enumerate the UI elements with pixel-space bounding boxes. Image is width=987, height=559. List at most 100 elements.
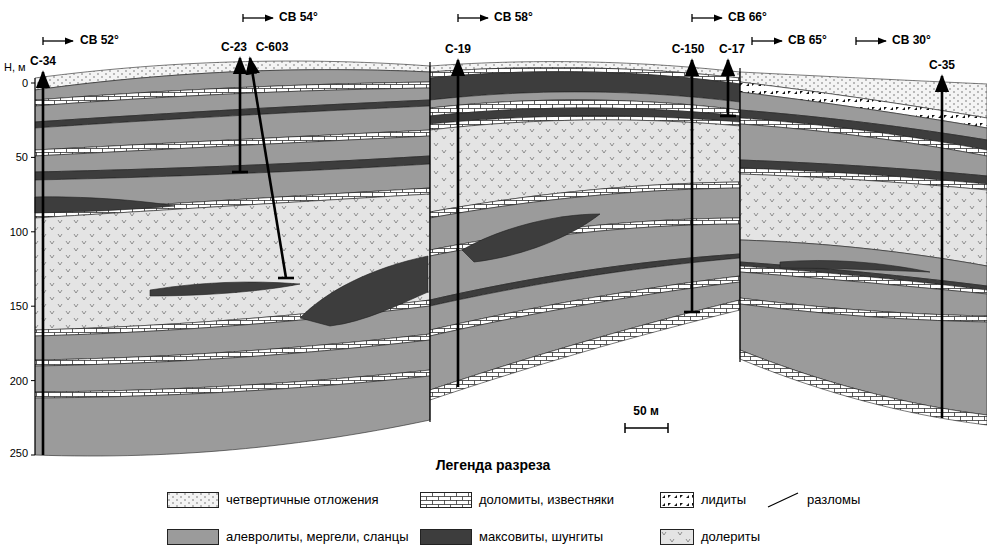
direction-label: СВ 54° — [279, 11, 318, 24]
legend-text: долериты — [701, 530, 760, 544]
arrow-tick — [457, 14, 458, 22]
borehole-label: С-23 — [221, 41, 247, 54]
direction-arrow — [458, 14, 488, 22]
pattern-sample — [661, 493, 694, 508]
direction-arrow — [43, 37, 73, 45]
borehole-line — [239, 58, 242, 172]
borehole — [43, 72, 44, 455]
legend-text: максовиты, шунгиты — [479, 530, 603, 544]
legend-title: Легенда разреза — [436, 458, 551, 473]
scale-bar-end — [624, 423, 626, 433]
arrow-line — [692, 17, 722, 18]
direction-arrow — [752, 37, 782, 45]
pattern-sample — [421, 493, 472, 508]
axis-tick — [31, 455, 35, 456]
borehole-label: С-35 — [929, 59, 955, 72]
axis-tick — [31, 231, 35, 232]
borehole — [720, 60, 736, 116]
arrow-tick — [751, 37, 752, 45]
axis-tick — [31, 83, 35, 84]
borehole — [942, 76, 943, 418]
direction-label: СВ 65° — [788, 34, 827, 47]
shungite-lens — [780, 260, 930, 272]
shungite-lens — [150, 282, 300, 296]
shungite-lens — [35, 197, 175, 213]
borehole — [250, 58, 294, 278]
axis-tick — [31, 380, 35, 381]
direction-label: СВ 52° — [80, 34, 119, 47]
legend-swatch — [420, 492, 472, 508]
arrow-tick — [855, 37, 856, 45]
arrow-tick — [242, 14, 243, 22]
direction-label: СВ 58° — [494, 11, 533, 24]
scale-bar — [625, 427, 668, 429]
borehole — [684, 60, 700, 312]
direction-label: СВ 66° — [728, 11, 767, 24]
legend-text: четвертичные отложения — [226, 493, 379, 507]
rock-layer — [35, 376, 430, 456]
borehole-label: С-34 — [30, 55, 56, 68]
legend-text: разломы — [807, 493, 860, 507]
legend-text: доломиты, известняки — [479, 493, 614, 507]
borehole-line — [457, 60, 460, 387]
pattern-sample — [168, 493, 219, 508]
borehole-label: С-17 — [719, 43, 745, 56]
rock-layer — [430, 300, 740, 400]
direction-arrow — [856, 37, 886, 45]
shungite-lens — [462, 214, 600, 262]
borehole-bottom — [720, 115, 736, 118]
axis-title: Н, м — [4, 61, 26, 73]
arrow-tick — [691, 14, 692, 22]
arrow-line — [243, 17, 273, 18]
borehole-label: С-19 — [445, 43, 471, 56]
axis-value: 150 — [10, 300, 28, 312]
legend-swatch — [660, 492, 694, 508]
arrow-line — [43, 40, 73, 41]
fault-line — [429, 62, 430, 422]
direction-label: СВ 30° — [892, 34, 931, 47]
borehole — [458, 60, 459, 387]
borehole-line — [941, 76, 944, 418]
rock-layer — [430, 282, 740, 390]
borehole-line — [691, 60, 694, 312]
pattern-sample — [661, 530, 694, 545]
legend-swatch — [766, 492, 800, 508]
borehole-label: С-150 — [672, 43, 705, 56]
axis-line — [35, 78, 36, 455]
rock-layer — [740, 350, 987, 425]
borehole-label: С-603 — [256, 41, 289, 54]
arrow-line — [458, 17, 488, 18]
arrow-line — [856, 40, 886, 41]
rock-layer — [35, 194, 430, 330]
axis-value: 100 — [10, 226, 28, 238]
axis-value: 250 — [10, 447, 28, 459]
axis-value: 0 — [22, 77, 28, 89]
fault-line — [739, 68, 740, 362]
arrow-tick — [42, 37, 43, 45]
axis-tick — [31, 306, 35, 307]
legend-text: алевролиты, мергели, сланцы — [226, 530, 409, 544]
scale-bar-end — [667, 423, 669, 433]
borehole-bottom — [278, 277, 294, 280]
legend-text: лидиты — [701, 493, 746, 507]
legend-swatch — [420, 529, 472, 545]
axis-value: 200 — [10, 375, 28, 387]
scale-label: 50 м — [633, 405, 659, 418]
axis-value: 50 — [16, 151, 28, 163]
borehole-line — [250, 58, 286, 278]
shungite-lens — [300, 256, 428, 326]
direction-arrow — [243, 14, 273, 22]
borehole-line — [727, 60, 730, 116]
fault-sample — [768, 493, 798, 507]
arrow-line — [752, 40, 782, 41]
borehole-bottom — [684, 311, 700, 314]
axis-tick — [31, 157, 35, 158]
legend-swatch — [167, 529, 219, 545]
legend-swatch — [167, 492, 219, 508]
borehole-bottom — [232, 171, 248, 174]
direction-arrow — [692, 14, 722, 22]
borehole-line — [42, 72, 45, 455]
borehole — [232, 58, 248, 172]
legend-swatch — [660, 529, 694, 545]
